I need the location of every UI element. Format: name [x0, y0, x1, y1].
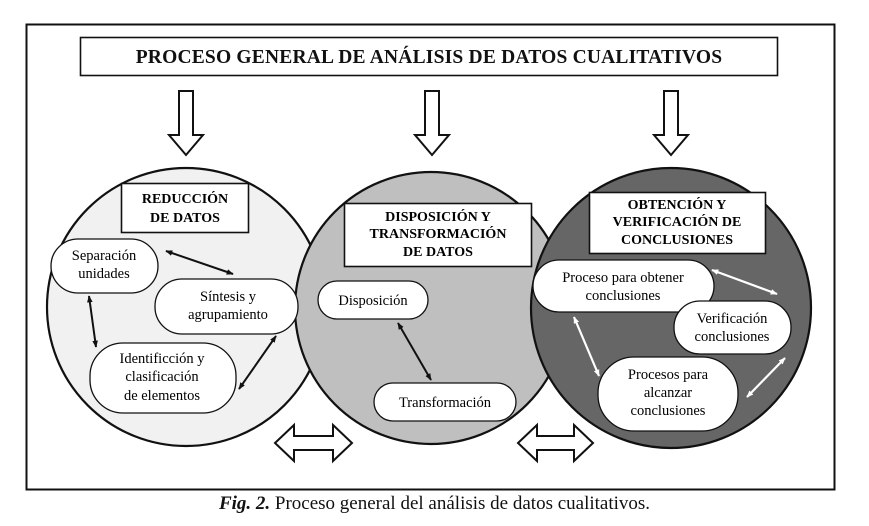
heading-line: DE DATOS: [150, 211, 220, 226]
connector-arrow: [165, 250, 234, 275]
heading-line: TRANSFORMACIÓN: [370, 225, 507, 242]
node-line: conclusiones: [631, 403, 706, 419]
title-box: [79, 36, 779, 77]
double-arrow-right: [516, 422, 595, 464]
node-sintesis-agrupamiento: Síntesis y agrupamiento: [154, 278, 299, 335]
figure-caption: Fig. 2. Proceso general del análisis de …: [0, 493, 869, 515]
connector-arrow: [397, 322, 432, 381]
connector-arrow: [746, 357, 786, 398]
node-line: Proceso para obtener: [562, 270, 684, 286]
heading-reduccion: REDUCCIÓN DE DATOS: [120, 182, 250, 234]
diagram-title: PROCESO GENERAL DE ANÁLISIS DE DATOS CUA…: [136, 46, 723, 68]
node-procesos-alcanzar: Procesos para alcanzar conclusiones: [597, 356, 739, 432]
caption-text: Proceso general del análisis de datos cu…: [270, 493, 651, 514]
connector-arrow: [87, 295, 98, 348]
node-line: Verificación: [697, 311, 769, 327]
node-line: clasificación: [125, 369, 199, 385]
caption-label: Fig. 2.: [218, 493, 271, 514]
node-verificacion: Verificación conclusiones: [673, 300, 792, 355]
heading-line: CONCLUSIONES: [621, 233, 733, 248]
node-line: Identificción y: [120, 351, 206, 367]
node-line: Síntesis y: [200, 289, 257, 305]
node-line: conclusiones: [586, 288, 661, 304]
node-disposicion: Disposición: [317, 280, 429, 320]
node-line: de elementos: [124, 388, 200, 404]
node-line: conclusiones: [695, 329, 770, 345]
connector-arrow: [711, 268, 778, 296]
node-line: alcanzar: [644, 385, 692, 401]
heading-line: VERIFICACIÓN DE: [613, 213, 742, 230]
node-identificacion-clasificacion: Identificción y clasificación de element…: [89, 342, 237, 414]
connector-arrow: [238, 335, 277, 390]
node-separacion-unidades: Separación unidades: [50, 238, 159, 294]
node-line: unidades: [78, 266, 130, 282]
heading-disposicion: DISPOSICIÓN Y TRANSFORMACIÓN DE DATOS: [343, 202, 533, 268]
double-arrow-left: [273, 422, 354, 464]
heading-obtencion: OBTENCIÓN Y VERIFICACIÓN DE CONCLUSIONES: [588, 191, 767, 255]
heading-line: REDUCCIÓN: [142, 190, 228, 207]
node-line: Disposición: [338, 293, 408, 309]
node-line: Separación: [72, 248, 137, 264]
heading-line: DE DATOS: [403, 245, 473, 260]
node-line: Transformación: [399, 395, 492, 411]
node-proceso-obtener: Proceso para obtener conclusiones: [532, 259, 715, 313]
down-arrow-left: [166, 90, 206, 157]
down-arrow-center: [412, 90, 452, 157]
down-arrow-right: [651, 90, 691, 157]
node-line: Procesos para: [628, 367, 709, 383]
connector-arrow: [572, 316, 601, 377]
heading-line: OBTENCIÓN Y: [628, 196, 727, 213]
heading-line: DISPOSICIÓN Y: [385, 208, 491, 225]
node-line: agrupamiento: [188, 307, 268, 323]
node-transformacion: Transformación: [373, 382, 517, 422]
